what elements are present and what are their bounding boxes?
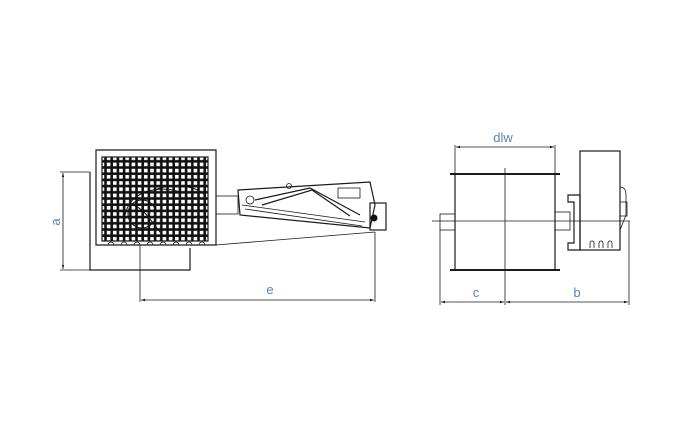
dimension-label-dlw: dlw <box>493 130 513 145</box>
dimension-label-b: b <box>573 285 580 300</box>
dimension-e: e <box>141 282 374 302</box>
motor-housing <box>579 150 621 251</box>
side-view <box>89 149 387 302</box>
shaft-connector <box>215 195 239 215</box>
housing-feet-bumps <box>107 241 206 246</box>
dimension-label-c: c <box>473 285 480 300</box>
taper-line <box>215 231 376 246</box>
dimension-a: a <box>48 171 90 271</box>
shaft-left <box>439 213 456 231</box>
dimension-label-e: e <box>266 282 273 297</box>
dimension-b: b <box>506 285 628 304</box>
connector-box <box>619 201 628 217</box>
impeller-sketch <box>121 185 206 233</box>
motor-vents <box>589 240 613 248</box>
dimension-label-a: a <box>48 218 63 226</box>
cable-connector <box>619 186 627 231</box>
front-view <box>432 145 630 305</box>
actuator-assembly <box>237 181 387 231</box>
fan-grille <box>102 157 208 241</box>
dimension-dlw: dlw <box>456 130 554 149</box>
dimension-c: c <box>441 285 504 304</box>
